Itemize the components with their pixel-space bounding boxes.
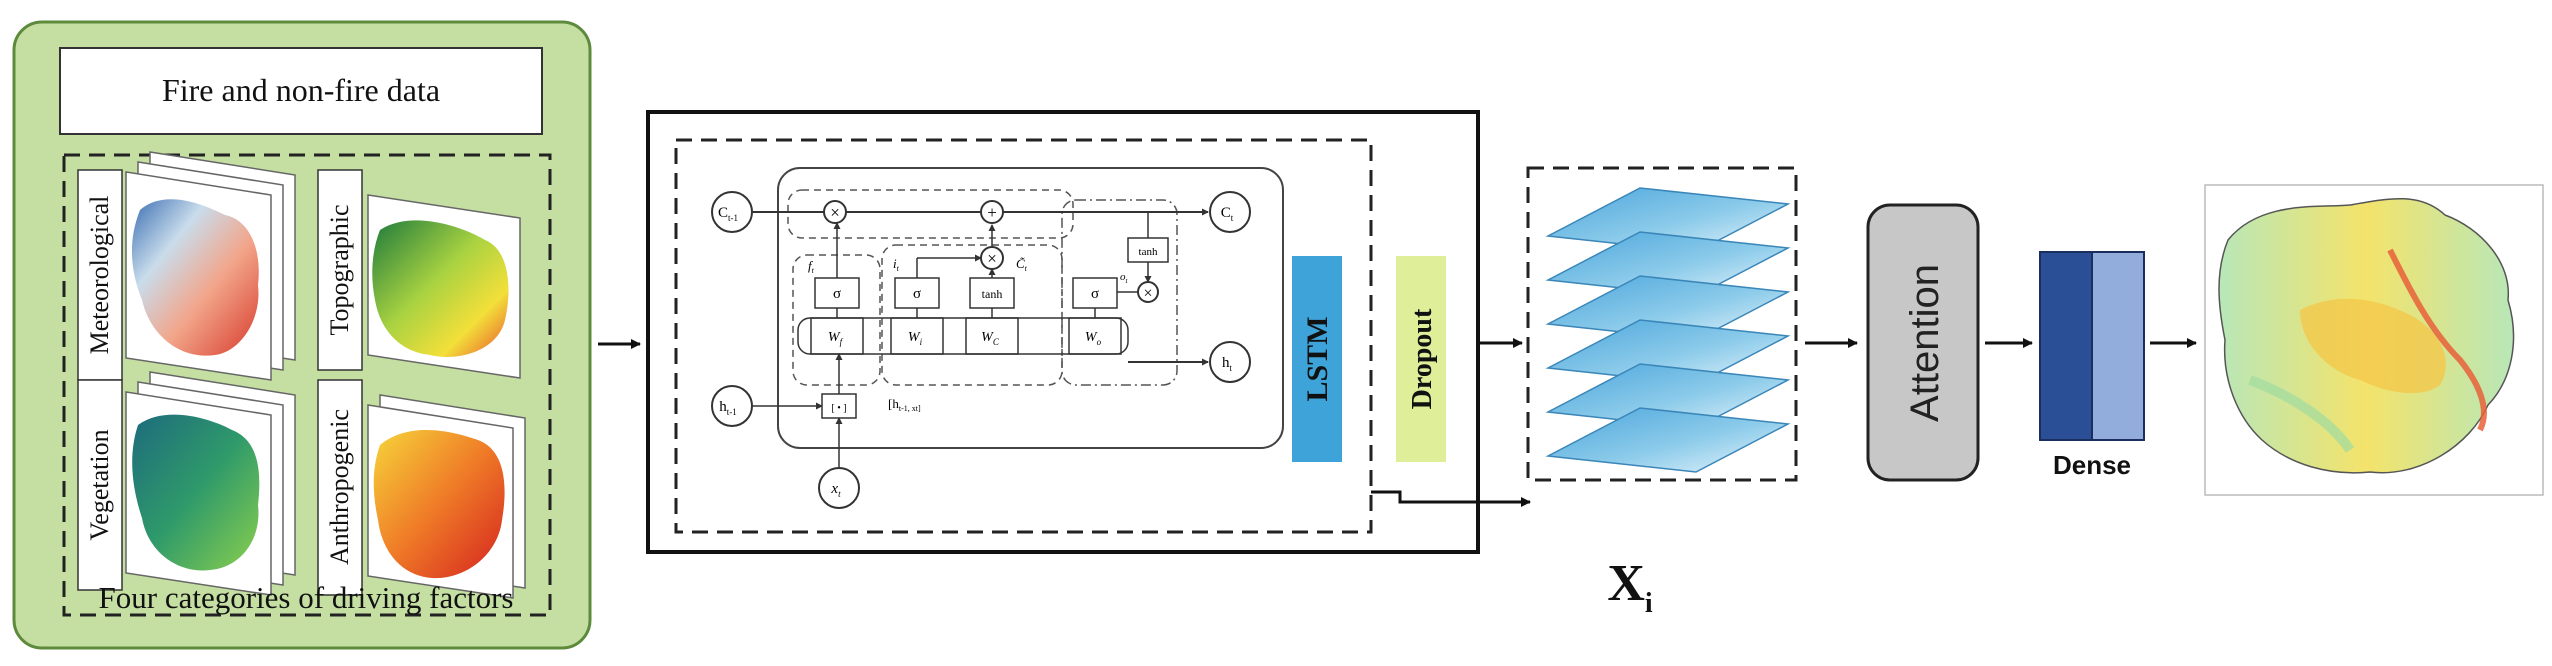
vegetation-tag (77, 379, 123, 591)
anthropogenic-label: Anthropogenic (325, 409, 354, 565)
hidden-out-node (1209, 341, 1251, 383)
dense-label: Dense (2053, 450, 2131, 480)
vegetation-label: Vegetation (85, 429, 114, 540)
cell-prev-label: Ct-1 (718, 205, 738, 223)
attention-block (1866, 203, 1980, 482)
anthropogenic-map (373, 429, 505, 579)
cell-prev-node (711, 191, 753, 233)
anthropogenic-map-stack (367, 394, 526, 599)
fire-data-label: Fire and non-fire data (162, 72, 440, 108)
forget-sigma-box (814, 277, 860, 309)
cell-boundary (777, 167, 1284, 449)
output-multiply-sign: × (1143, 285, 1152, 302)
forget-sigma-label: σ (833, 286, 841, 302)
candidate-label: C̃t (1016, 256, 1028, 273)
vegetation-map (132, 414, 260, 571)
factors-dashed-box (62, 153, 552, 617)
cell-out-label: Ct (1221, 205, 1234, 223)
output-sigma-box (1072, 277, 1118, 309)
cell-state-region (787, 189, 1074, 239)
input-sigma-label: σ (913, 286, 921, 302)
output-gate-label: ot (1120, 271, 1129, 285)
lstm-dashed-box (674, 138, 1373, 534)
lstm-cell-diagram: Ct-1 Ct × + × σ σ tanh σ tanh × (711, 167, 1284, 509)
w-output-box (1068, 317, 1122, 355)
input-node (818, 467, 860, 509)
concat-box (821, 393, 857, 419)
w-forget-box (810, 317, 864, 355)
input-label: xt (830, 481, 841, 499)
x-output-label: Xi (1607, 555, 1653, 619)
cell-out-node (1209, 191, 1251, 233)
w-candidate-label: WC (981, 330, 1000, 347)
forget-multiply-sign: × (830, 203, 840, 222)
layer-stack (1545, 187, 1791, 473)
factors-caption: Four categories of driving factors (99, 580, 514, 615)
map-hotspot-line (2387, 248, 2487, 432)
forget-gate-label: ft (808, 258, 815, 275)
anthropogenic-tag (317, 379, 363, 596)
arrow-lstm-bypass (1371, 490, 1531, 507)
meteorological-map (131, 199, 259, 356)
dropout-label: Dropout (1407, 308, 1438, 409)
output-tanh-label: tanh (1139, 246, 1158, 258)
attention-label: Attention (1903, 264, 1947, 422)
dense-dark-layer (2039, 251, 2093, 441)
topographic-map (372, 220, 509, 357)
input-multiply-sign: × (987, 249, 997, 268)
topographic-map-stack (367, 194, 521, 379)
meteorological-tag (77, 169, 123, 381)
driving-factors-panel: Fire and non-fire data Meteorological To… (12, 20, 592, 650)
map-low-risk-band (2248, 375, 2355, 453)
input-sigma-box (894, 277, 940, 309)
meteorological-label: Meteorological (85, 196, 114, 355)
input-gate-region (881, 244, 1063, 386)
meteorological-map-stack (125, 151, 296, 381)
add-sign: + (987, 203, 997, 222)
dense-light-layer (2091, 251, 2145, 441)
feature-layer (1545, 407, 1791, 473)
hidden-prev-node (711, 385, 753, 427)
concat-box-label: [ • ] (831, 403, 846, 414)
fire-data-box (59, 47, 543, 135)
candidate-tanh-box (969, 277, 1015, 309)
concat-bus (797, 317, 1129, 355)
output-gate-region (1061, 199, 1178, 386)
hidden-out-label: ht (1222, 355, 1233, 373)
feature-layers (1526, 166, 1798, 482)
dropout-bar (1396, 256, 1446, 462)
concat-label: [ht-1, xt] (888, 396, 921, 413)
w-input-label: Wi (908, 330, 923, 347)
w-output-label: Wo (1085, 330, 1102, 347)
lstm-block: Ct-1 Ct × + × σ σ tanh σ tanh × (646, 110, 1480, 554)
dense-block (2039, 251, 2145, 441)
vegetation-map-stack (125, 371, 296, 596)
lstm-bar (1292, 256, 1342, 462)
input-gate-label: it (893, 256, 900, 273)
lstm-outer-box (646, 110, 1480, 554)
layers-dashed-box (1526, 166, 1798, 482)
lstm-label: LSTM (1301, 316, 1334, 401)
output-sigma-label: σ (1091, 286, 1099, 302)
topographic-label: Topographic (325, 204, 354, 335)
w-forget-label: Wf (828, 330, 844, 347)
add-node (980, 200, 1004, 224)
susceptibility-map (2204, 184, 2544, 496)
hidden-prev-label: ht-1 (719, 399, 737, 417)
topographic-tag (317, 169, 363, 371)
map-high-risk-zone (2300, 298, 2446, 394)
candidate-tanh-label: tanh (982, 287, 1003, 301)
